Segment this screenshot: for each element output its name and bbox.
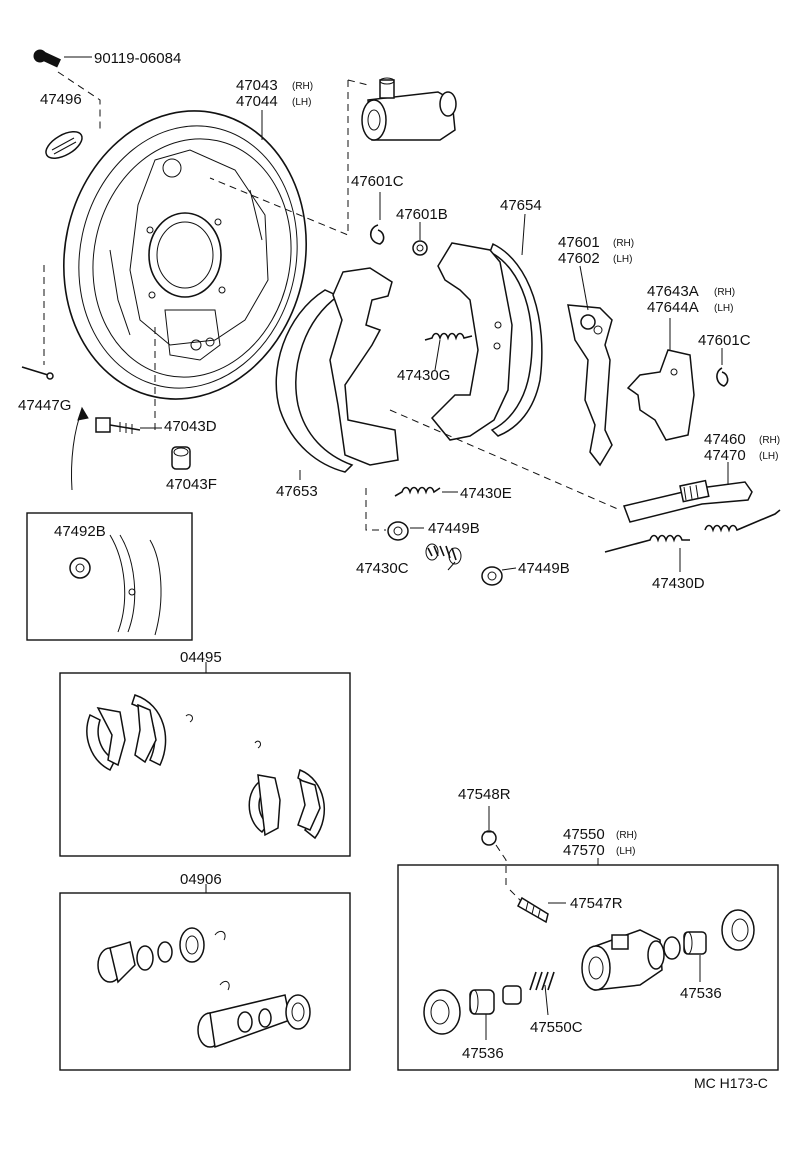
clip-right-icon [716, 367, 729, 387]
label-adj-lh: 47644A [647, 299, 699, 316]
label-clip-b: 47601B [396, 206, 448, 223]
part-labels: 90119-06084 47496 47043 (RH) 47044 (LH) … [18, 50, 780, 1091]
bolt-icon [33, 49, 61, 68]
small-bolt-icon [21, 366, 54, 380]
label-spring-e: 47430E [460, 485, 512, 502]
label-strut-lh-sub: (LH) [759, 451, 778, 462]
label-cup-right: 47536 [680, 985, 722, 1002]
retainer-icon [387, 521, 409, 541]
label-strut-lh: 47470 [704, 447, 746, 464]
leader-lines [140, 110, 729, 1040]
plug-icon [45, 131, 83, 159]
spring-d-icon [604, 509, 781, 553]
label-spring-550c: 47550C [530, 1019, 583, 1036]
label-cup-left: 47536 [462, 1045, 504, 1062]
brake-shoe-left [275, 289, 354, 473]
label-backplate-lh-sub: (LH) [292, 97, 311, 108]
bleeder-screw-icon [517, 896, 549, 924]
label-kit-shoe: 04495 [180, 649, 222, 666]
label-adj-lh-sub: (LH) [714, 303, 733, 314]
label-strut-rh-sub: (RH) [759, 435, 780, 446]
label-shoe-653: 47653 [276, 483, 318, 500]
label-clip-c-right: 47601C [698, 332, 751, 349]
label-cyl-lh-sub: (LH) [616, 846, 635, 857]
brake-shoe-right [430, 242, 543, 441]
label-retainer-1: 47449B [428, 520, 480, 537]
label-lever-lh-sub: (LH) [613, 254, 632, 265]
label-kit-cyl: 04906 [180, 871, 222, 888]
cup-left-icon [469, 985, 522, 1015]
label-plug: 47496 [40, 91, 82, 108]
label-backplate-rh-sub: (RH) [292, 81, 313, 92]
cup-right-icon [663, 931, 707, 960]
label-cyl-lh: 47570 [563, 842, 605, 859]
strut-icon [622, 479, 753, 523]
label-spring-g: 47430G [397, 367, 450, 384]
spring-c-icon [425, 543, 462, 565]
spring-e-icon [394, 486, 441, 497]
label-lever-rh-sub: (RH) [613, 238, 634, 249]
label-lever-rh: 47601 [558, 234, 600, 251]
shoe-web-left [329, 267, 399, 466]
label-retainer-2: 47449B [518, 560, 570, 577]
label-shoe-654: 47654 [500, 197, 542, 214]
spring-550c-icon [529, 971, 555, 991]
wheel-cylinder-icon [361, 77, 457, 141]
label-bolt-g: 47447G [18, 397, 71, 414]
cylinder-body-icon [581, 929, 665, 991]
label-bleeder: 47547R [570, 895, 623, 912]
boot-left-icon [423, 989, 461, 1035]
spring-g-icon [424, 332, 473, 341]
label-stud-d: 47043D [164, 418, 217, 435]
inset-box-plug [26, 512, 193, 641]
label-backplate-lh: 47044 [236, 93, 278, 110]
label-adj-rh-sub: (RH) [714, 287, 735, 298]
label-plug-b: 47492B [54, 523, 106, 540]
label-cyl-rh: 47550 [563, 826, 605, 843]
nut-icon [171, 446, 191, 470]
stud-icon [95, 417, 141, 434]
label-spring-c: 47430C [356, 560, 409, 577]
backing-plate [63, 110, 307, 400]
label-cyl-rh-sub: (RH) [616, 830, 637, 841]
kit-box-shoes [59, 672, 351, 857]
label-clip-c-top: 47601C [351, 173, 404, 190]
label-spring-d: 47430D [652, 575, 705, 592]
label-bleeder-cap: 47548R [458, 786, 511, 803]
retainer-2-icon [481, 566, 503, 586]
parking-lever-icon [567, 304, 613, 467]
label-bolt: 90119-06084 [94, 50, 181, 67]
kit-box-cylinder [59, 892, 351, 1071]
boot-right-icon [721, 909, 755, 951]
bleeder-cap-icon [481, 830, 497, 846]
clip-icon [369, 224, 385, 245]
adjuster-lever-icon [626, 349, 695, 441]
diagram-ref-code: MC H173-C [694, 1075, 768, 1091]
label-strut-rh: 47460 [704, 431, 746, 448]
label-lever-lh: 47602 [558, 250, 600, 267]
kit-box-wheel-cylinder [397, 864, 779, 1071]
label-adj-rh: 47643A [647, 283, 699, 300]
label-backplate-rh: 47043 [236, 77, 278, 94]
label-nut-f: 47043F [166, 476, 217, 493]
washer-icon [412, 240, 428, 256]
